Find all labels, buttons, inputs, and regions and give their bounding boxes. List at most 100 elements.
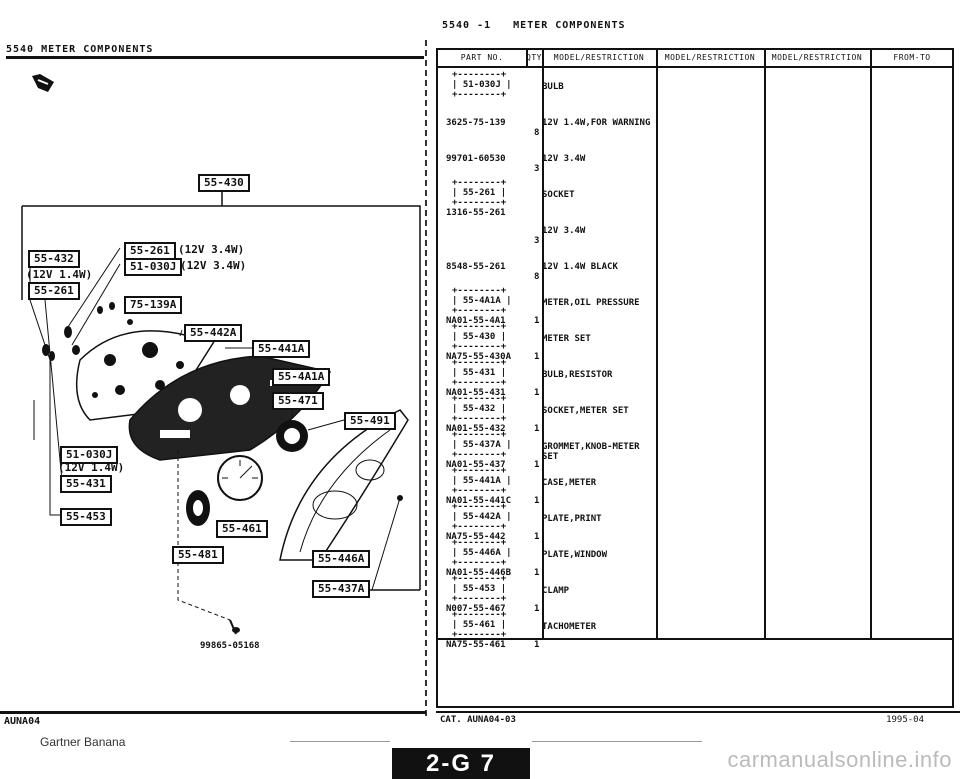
exploded-view-diagram — [21, 187, 421, 635]
part-quantity: 1 — [534, 640, 540, 650]
right-page-parts-list: 5540 -1 METER COMPONENTS PART NO. QTY MOD… — [436, 0, 960, 740]
table-row: +--------+ | 51-030J | +--------+BULB — [438, 70, 956, 112]
part-number: NA75-55-442 — [446, 532, 506, 542]
catalog-date: 1995-04 — [886, 715, 924, 725]
bottom-line — [532, 741, 702, 742]
part-description: TACHOMETER — [542, 622, 597, 632]
part-description: SOCKET — [542, 190, 575, 200]
col-part-no: PART NO. — [460, 53, 504, 62]
part-number: 8548-55-261 — [446, 262, 506, 272]
col-divider — [656, 50, 658, 638]
part-description: CLAMP — [542, 586, 570, 596]
col-divider — [764, 50, 766, 638]
col-divider — [526, 50, 528, 66]
callout-51-030j: 51-030J — [124, 258, 183, 276]
part-quantity: 8 — [534, 128, 540, 138]
ref-number-box: +--------+ | 55-261 | +--------+ — [452, 178, 507, 208]
part-description: 12V 1.4W,FOR WARNING — [542, 118, 651, 128]
part-number: NA01-55-437 — [446, 460, 506, 470]
part-number: NA01-55-446B — [446, 568, 512, 578]
part-description: BULB,RESISTOR — [542, 370, 613, 380]
table-row: +--------+ | 55-446A | +--------+NA01-55… — [438, 538, 956, 580]
table-row: +--------+ | 55-441A | +--------+NA01-55… — [438, 466, 956, 508]
header-underline — [438, 66, 954, 68]
col-qty: QTY — [526, 53, 542, 62]
table-row: +--------+ | 55-430 | +--------+NA75-55-… — [438, 322, 956, 364]
ref-number-box: +--------+ | 51-030J | +--------+ — [452, 70, 512, 100]
watermark: carmanualsonline.info — [727, 747, 952, 772]
callout-55-261-b: 55-261 — [28, 282, 80, 300]
part-quantity: 3 — [534, 164, 540, 174]
note-12v-3w-a: (12V 3.4W) — [178, 243, 245, 256]
col-model-2: MODEL/RESTRICTION — [664, 53, 756, 62]
left-footer-rule — [0, 711, 426, 714]
part-description: PLATE,PRINT — [542, 514, 602, 524]
part-quantity: 1 — [534, 496, 540, 506]
col-divider — [542, 50, 544, 638]
ref-number-box: +--------+ | 55-437A | +--------+ — [452, 430, 512, 460]
ref-number-box: +--------+ | 55-461 | +--------+ — [452, 610, 507, 640]
table-row: +--------+ | 55-442A | +--------+NA75-55… — [438, 502, 956, 544]
callout-55-441a: 55-441A — [252, 340, 311, 358]
ref-number-box: +--------+ | 55-442A | +--------+ — [452, 502, 512, 532]
brand-text: Gartner Banana — [40, 735, 126, 749]
part-description: PLATE,WINDOW — [542, 550, 608, 560]
note-12v-1w-a: (12V 1.4W) — [26, 268, 93, 281]
catalog-code: CAT. AUNA04-03 — [440, 715, 516, 725]
ref-number-box: +--------+ | 55-446A | +--------+ — [452, 538, 512, 568]
part-quantity: 1 — [534, 604, 540, 614]
part-number: NA01-55-432 — [446, 424, 506, 434]
ref-number-box: +--------+ | 55-453 | +--------+ — [452, 574, 507, 604]
left-footer-code: AUNA04 — [4, 716, 41, 727]
part-quantity: 1 — [534, 532, 540, 542]
callout-51-030j-b: 51-030J — [60, 446, 119, 464]
col-from-to: FROM-TO — [893, 53, 931, 62]
part-description: GROMMET,KNOB-METER SET — [542, 442, 640, 462]
part-description: METER SET — [542, 334, 591, 344]
part-description: 12V 1.4W BLACK — [542, 262, 618, 272]
ref-number-box: +--------+ | 55-4A1A | +--------+ — [452, 286, 512, 316]
callout-55-431: 55-431 — [60, 475, 112, 493]
left-page-diagram: 5540 METER COMPONENTS — [0, 0, 427, 740]
table-row: +--------+ | 55-453 | +--------+N007-55-… — [438, 574, 956, 616]
bottom-line — [290, 741, 390, 742]
parts-table: PART NO. QTY MODEL/RESTRICTION MODEL/RES… — [436, 48, 954, 708]
callout-55-491: 55-491 — [344, 412, 396, 430]
part-number: NA01-55-431 — [446, 388, 506, 398]
part-quantity: 1 — [534, 460, 540, 470]
left-header-rule — [6, 56, 424, 59]
part-quantity: 1 — [534, 352, 540, 362]
ref-number-box: +--------+ | 55-431 | +--------+ — [452, 358, 507, 388]
table-row: +--------+ | 55-261 | +--------+1316-55-… — [438, 178, 956, 220]
part-number: 3625-75-139 — [446, 118, 506, 128]
part-description: CASE,METER — [542, 478, 597, 488]
callout-55-446a: 55-446A — [312, 550, 371, 568]
callout-55-471: 55-471 — [272, 392, 324, 410]
right-footer-rule — [436, 711, 960, 713]
ref-number-box: +--------+ | 55-430 | +--------+ — [452, 322, 507, 352]
part-description: METER,OIL PRESSURE — [542, 298, 640, 308]
part-quantity: 1 — [534, 316, 540, 326]
part-number: 1316-55-261 — [446, 208, 506, 218]
callout-55-432: 55-432 — [28, 250, 80, 268]
screw-part-number: 99865-05168 — [200, 641, 260, 651]
page-tab: 2-G 7 — [392, 748, 530, 779]
car-front-pointer-icon — [32, 74, 54, 92]
col-divider — [870, 50, 872, 638]
callout-55-481: 55-481 — [172, 546, 224, 564]
left-header: 5540 METER COMPONENTS — [6, 44, 154, 55]
note-12v-1w-b: (12V 1.4W) — [58, 461, 125, 474]
callout-55-453: 55-453 — [60, 508, 112, 526]
part-quantity: 1 — [534, 424, 540, 434]
table-bottom-rule — [438, 638, 954, 640]
right-header-title: METER COMPONENTS — [513, 20, 626, 31]
part-number: N007-55-467 — [446, 604, 506, 614]
table-row: +--------+ | 55-431 | +--------+NA01-55-… — [438, 358, 956, 400]
table-row: +--------+ | 55-461 | +--------+NA75-55-… — [438, 610, 956, 652]
part-quantity: 3 — [534, 236, 540, 246]
right-header: 5540 -1 METER COMPONENTS — [442, 20, 625, 31]
right-header-code: 5540 -1 — [442, 20, 492, 31]
